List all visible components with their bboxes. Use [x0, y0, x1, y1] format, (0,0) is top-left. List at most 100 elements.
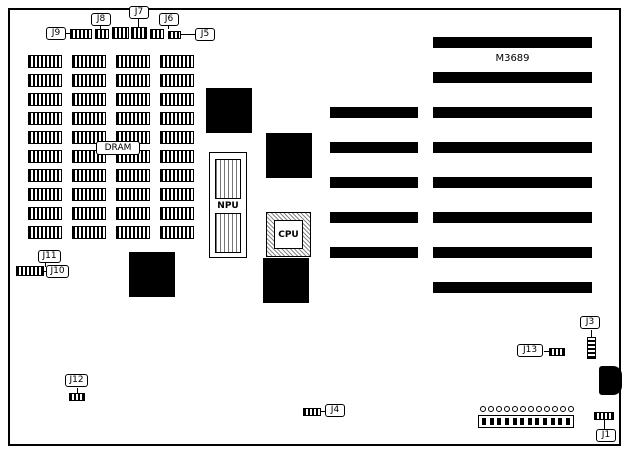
- memory-slot: [330, 107, 418, 118]
- dram-chip: [160, 131, 194, 144]
- pin: [568, 406, 574, 412]
- j7-connector: [131, 27, 147, 39]
- pin: [552, 406, 558, 412]
- pin: [543, 418, 547, 425]
- pin: [520, 406, 526, 412]
- j8-connector: [95, 29, 109, 39]
- label-j13: J13: [517, 344, 543, 357]
- leader-line: [44, 271, 47, 272]
- expansion-slot: [433, 142, 592, 153]
- dram-chip: [116, 226, 150, 239]
- j12-connector: [69, 393, 85, 401]
- memory-slot-column: [330, 107, 418, 258]
- leader-line: [138, 19, 139, 27]
- leader-line: [544, 351, 549, 352]
- dram-chip: [28, 226, 62, 239]
- label-j8: J8: [91, 13, 111, 26]
- dram-chip: [116, 188, 150, 201]
- pin: [480, 406, 486, 412]
- qfp-chip: [129, 252, 175, 297]
- expansion-slot: [433, 107, 592, 118]
- pin: [482, 418, 486, 425]
- pin: [528, 406, 534, 412]
- dram-chip: [116, 207, 150, 220]
- dram-chip: [116, 55, 150, 68]
- pin: [560, 406, 566, 412]
- pin: [512, 418, 517, 425]
- dram-chip: [160, 188, 194, 201]
- dram-chip: [160, 93, 194, 106]
- dram-chip: [116, 169, 150, 182]
- j4-connector: [303, 408, 321, 416]
- dram-array: [28, 55, 194, 239]
- j10-j11-connector: [16, 266, 44, 276]
- dram-chip: [28, 74, 62, 87]
- j13-connector: [549, 348, 565, 356]
- expansion-slot: [433, 177, 592, 188]
- dram-chip: [28, 93, 62, 106]
- leader-line: [591, 330, 592, 337]
- dram-chip: [28, 112, 62, 125]
- leader-line: [77, 388, 78, 393]
- dram-chip: [72, 188, 106, 201]
- dram-chip: [116, 93, 150, 106]
- pin: [488, 406, 494, 412]
- dram-chip: [160, 226, 194, 239]
- leader-line: [321, 411, 325, 412]
- pin: [520, 418, 525, 425]
- expansion-slot: [433, 282, 592, 293]
- npu-ic-bottom: [215, 213, 241, 253]
- dram-chip: [28, 150, 62, 163]
- qfp-chip: [266, 133, 312, 178]
- npu-label: NPU: [210, 201, 246, 211]
- expansion-slot: [433, 247, 592, 258]
- cpu-label: CPU: [274, 220, 303, 249]
- memory-slot: [330, 142, 418, 153]
- memory-slot: [330, 212, 418, 223]
- pin: [489, 418, 494, 425]
- pin: [527, 418, 532, 425]
- dram-chip: [116, 74, 150, 87]
- npu-socket: NPU: [209, 152, 247, 258]
- dram-chip: [160, 150, 194, 163]
- dram-chip: [28, 131, 62, 144]
- label-j3: J3: [580, 316, 600, 329]
- cpu-socket: CPU: [266, 212, 311, 257]
- label-j6: J6: [159, 13, 179, 26]
- dram-chip: [72, 169, 106, 182]
- dram-chip: [28, 207, 62, 220]
- power-connector-pins: [480, 406, 574, 412]
- pin: [504, 418, 509, 425]
- memory-slot: [330, 247, 418, 258]
- leader-line: [181, 34, 195, 35]
- leader-line: [168, 26, 169, 29]
- dram-chip: [72, 55, 106, 68]
- dram-chip: [72, 112, 106, 125]
- j5-connector: [168, 31, 181, 39]
- leader-line: [604, 420, 605, 429]
- label-dram: DRAM: [96, 141, 140, 155]
- qfp-chip: [263, 258, 309, 303]
- label-j5: J5: [195, 28, 215, 41]
- dram-chip: [72, 226, 106, 239]
- label-j11: J11: [38, 250, 61, 263]
- leader-line: [66, 33, 70, 34]
- keyboard-din-connector: [599, 366, 622, 395]
- expansion-slot-column: [433, 37, 592, 293]
- dram-chip: [28, 188, 62, 201]
- dram-chip: [72, 131, 106, 144]
- dram-chip: [160, 169, 194, 182]
- expansion-slot: [433, 212, 592, 223]
- j1-connector: [594, 412, 614, 420]
- npu-ic-top: [215, 159, 241, 199]
- pin: [497, 418, 502, 425]
- leader-line: [45, 263, 46, 267]
- label-j7: J7: [129, 6, 149, 19]
- pin: [536, 406, 542, 412]
- label-j10: J10: [46, 265, 69, 278]
- board-part-number: M3689: [495, 53, 530, 64]
- j6-connector: [150, 29, 164, 39]
- pin: [496, 406, 502, 412]
- dram-chip: [28, 169, 62, 182]
